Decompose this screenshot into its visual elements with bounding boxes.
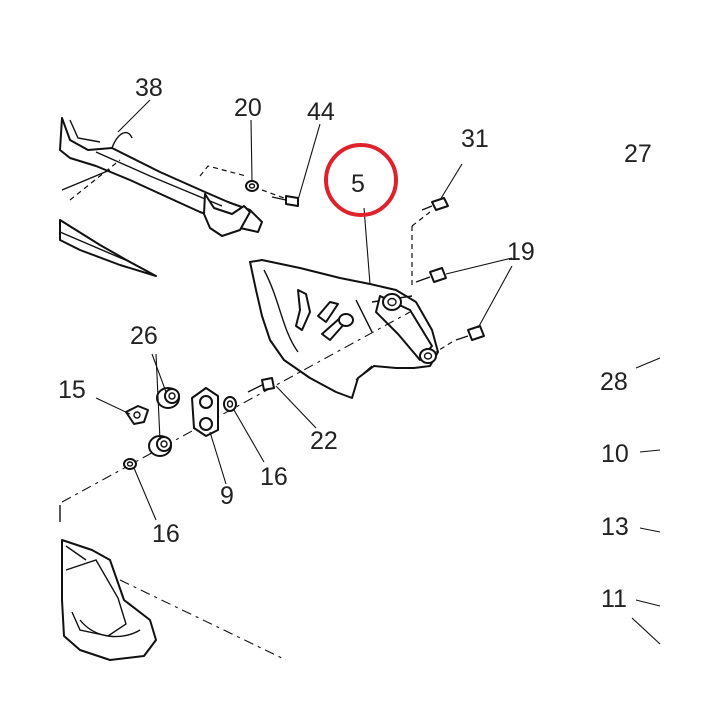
callout-38: 38 <box>135 74 163 102</box>
callout-19: 19 <box>507 238 535 266</box>
callout-10: 10 <box>601 440 629 468</box>
callout-44: 44 <box>307 98 335 126</box>
screw-part-22 <box>247 377 275 393</box>
callout-28: 28 <box>600 368 628 396</box>
link-part-9 <box>191 387 219 437</box>
callout-27: 27 <box>624 140 652 168</box>
highlight-circle <box>324 143 398 217</box>
lever-part-38 <box>59 117 263 277</box>
gear-part-26-lower <box>148 435 172 457</box>
washer-part-20 <box>245 180 259 192</box>
callout-16-right: 16 <box>260 463 288 491</box>
callout-5: 5 <box>351 170 365 198</box>
callout-15: 15 <box>58 376 86 404</box>
callout-22: 22 <box>310 427 338 455</box>
gear-part-26-upper <box>156 387 180 409</box>
callout-11: 11 <box>601 585 627 613</box>
cam-part-15 <box>125 405 149 425</box>
screw-part-31 <box>421 197 449 211</box>
screw-part-19-upper <box>415 267 447 283</box>
callout-16-left: 16 <box>152 520 180 548</box>
washer-part-16-upper <box>223 396 237 412</box>
bracket-part-5 <box>249 259 439 399</box>
callout-13: 13 <box>601 513 629 541</box>
callout-26: 26 <box>130 322 158 350</box>
callout-20: 20 <box>234 94 262 122</box>
washer-part-16-lower <box>123 458 137 470</box>
screw-part-44 <box>271 195 299 207</box>
handle-assembly <box>59 505 157 661</box>
callout-9: 9 <box>220 482 234 510</box>
callout-31: 31 <box>461 125 489 153</box>
screw-part-19-lower <box>455 325 485 341</box>
